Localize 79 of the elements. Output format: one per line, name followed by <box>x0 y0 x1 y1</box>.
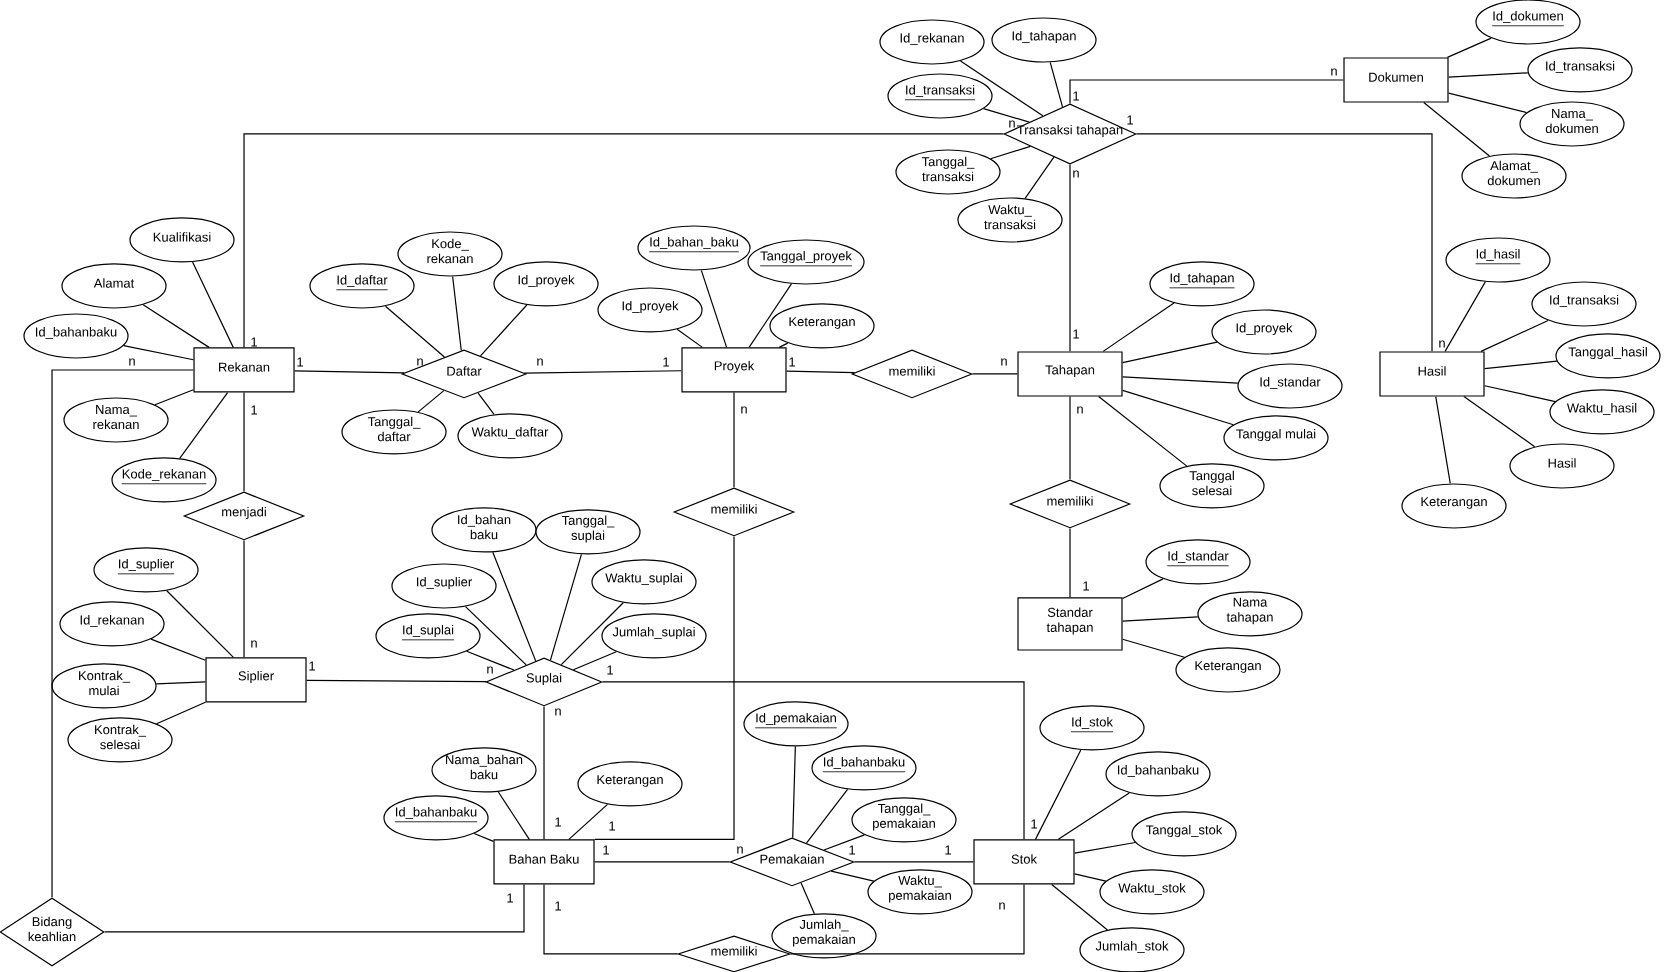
connector-line <box>1034 749 1082 840</box>
connector-line <box>1122 341 1218 364</box>
connector-line <box>155 681 206 685</box>
connector-line <box>156 701 206 725</box>
connector-line <box>1098 395 1188 467</box>
connector-line <box>417 390 445 413</box>
connector-line <box>1074 841 1136 854</box>
connector-line <box>142 304 210 348</box>
connector-line <box>982 108 1030 123</box>
connector-line <box>1122 638 1186 658</box>
connector-line <box>700 269 728 348</box>
connector-line <box>676 328 703 348</box>
connector-line <box>786 370 856 374</box>
connector-line <box>972 373 1018 375</box>
connector-line <box>243 133 1004 348</box>
connector-line <box>823 834 865 851</box>
connector-line <box>1069 527 1071 598</box>
connector-line <box>1435 395 1451 485</box>
connector-line <box>1480 319 1549 352</box>
connector-line <box>294 370 405 374</box>
connector-line <box>192 261 234 348</box>
connector-line <box>1122 389 1234 426</box>
connector-line <box>1024 156 1055 199</box>
connector-line <box>602 681 1025 840</box>
connector-line <box>466 650 515 671</box>
connector-line <box>1069 164 1071 352</box>
connector-line <box>1463 395 1536 448</box>
connector-line <box>1069 79 1344 104</box>
connector-line <box>150 638 206 661</box>
connector-line <box>104 883 525 933</box>
connector-line <box>154 389 194 406</box>
connector-line <box>492 551 537 662</box>
connector-line <box>306 679 487 683</box>
connector-line <box>479 304 528 357</box>
connector-line <box>1074 873 1107 882</box>
connector-line <box>179 391 229 459</box>
connector-line <box>123 345 194 361</box>
connector-line <box>830 870 875 882</box>
connector-line <box>1484 360 1558 370</box>
connector-line <box>1446 37 1492 58</box>
connector-line <box>1057 792 1130 840</box>
connector-line <box>778 342 789 348</box>
connector-line <box>243 539 245 658</box>
connector-line <box>1484 385 1556 403</box>
connector-line <box>549 553 583 661</box>
connector-line <box>543 883 678 955</box>
connector-line <box>51 369 194 898</box>
connector-line <box>1122 616 1199 622</box>
connector-line <box>1102 302 1175 352</box>
connector-line <box>594 861 730 863</box>
connector-line <box>733 391 735 488</box>
connector-line <box>572 651 617 671</box>
connector-line <box>1448 92 1528 114</box>
connector-line <box>243 391 245 492</box>
connector-line <box>1122 376 1239 384</box>
connector-line <box>464 606 527 666</box>
connector-line <box>792 745 796 839</box>
connector-line <box>1069 395 1071 480</box>
connector-line <box>543 705 545 840</box>
connector-line <box>1448 72 1529 78</box>
connector-line <box>790 883 1025 955</box>
connector-line <box>800 882 815 915</box>
connector-line <box>1444 281 1486 352</box>
connector-line <box>1049 61 1064 108</box>
connector-line <box>477 392 495 416</box>
connector-line <box>594 535 735 840</box>
connector-line <box>959 60 1044 117</box>
connector-line <box>568 803 609 840</box>
connector-line <box>1136 133 1433 352</box>
connector-line <box>1122 578 1164 600</box>
connector-line <box>523 370 682 374</box>
connector-line <box>854 861 974 863</box>
connector-line <box>990 145 1031 160</box>
connector-line <box>452 275 462 352</box>
connector-line <box>748 283 792 348</box>
connector-line <box>473 832 494 842</box>
connector-line <box>1423 102 1491 157</box>
connector-line <box>384 305 446 358</box>
connector-line <box>560 602 624 666</box>
